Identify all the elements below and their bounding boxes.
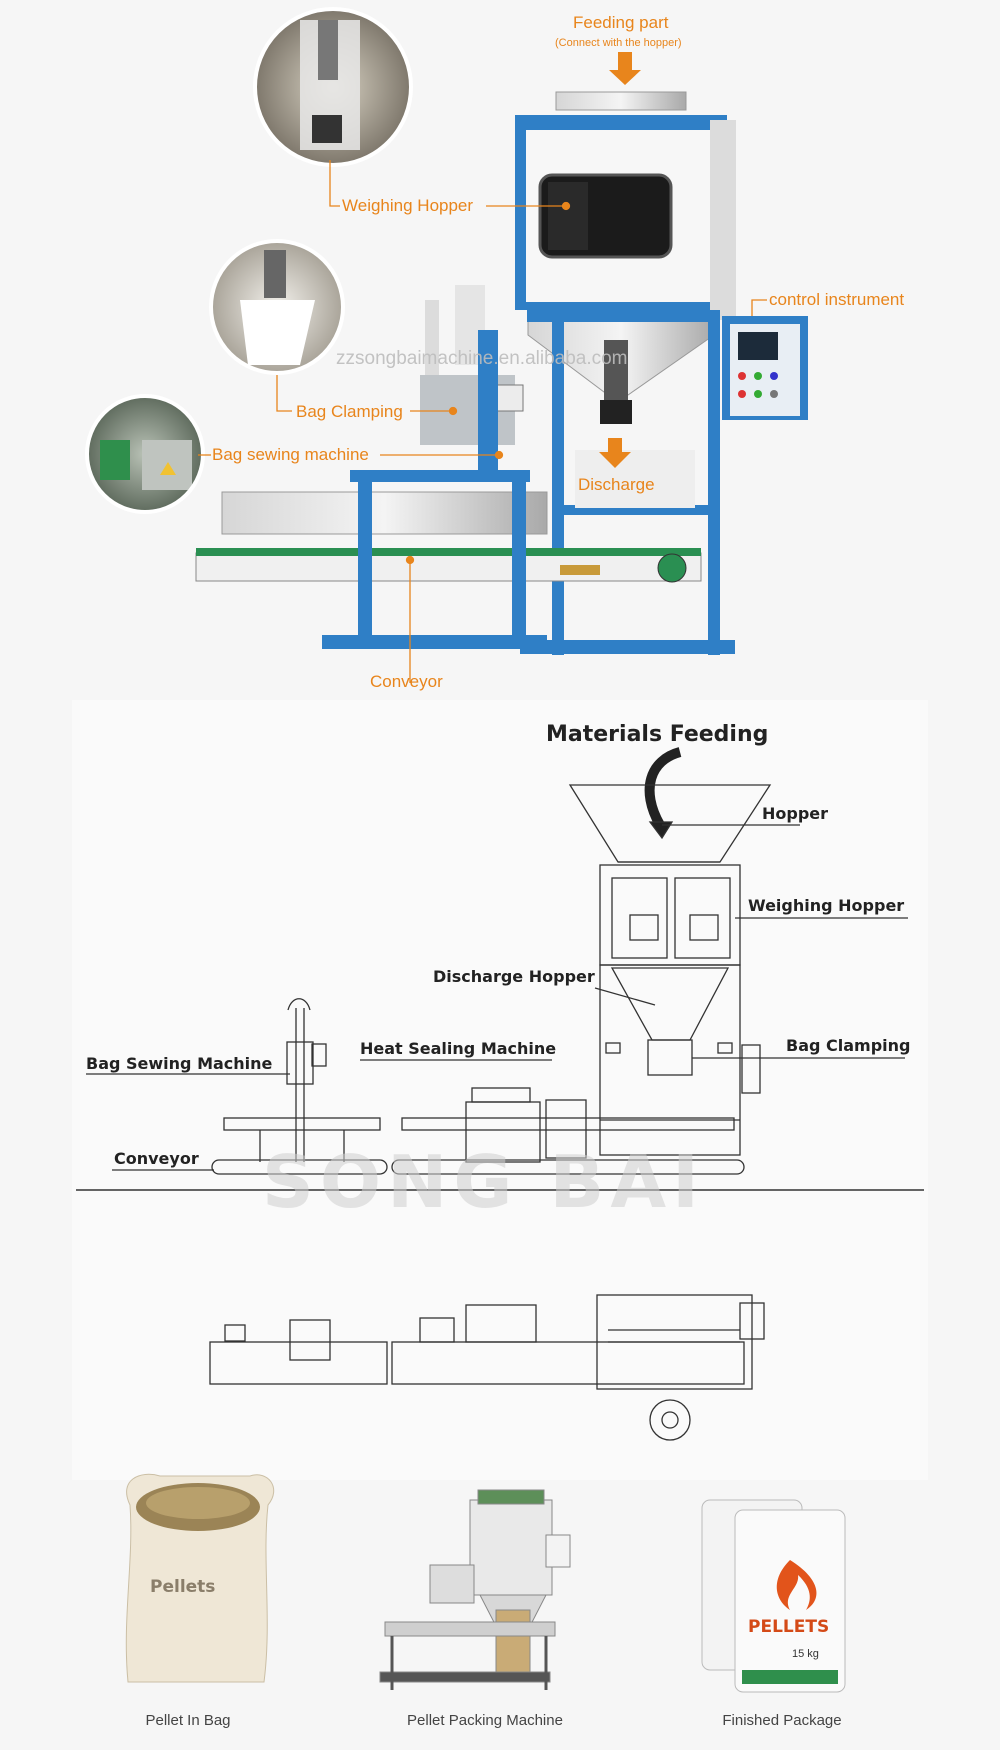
bag-sewing-machine-label: Bag sewing machine [212,445,369,464]
heat-sealing-machine-label: Heat Sealing Machine [360,1039,557,1058]
pellet-bag-print: Pellets [150,1577,215,1597]
finished-package-weight: 15 kg [792,1648,819,1660]
bag-clamping-label: Bag Clamping [296,402,403,421]
conveyor-drawing-label: Conveyor [114,1149,199,1168]
control-instrument-label: control instrument [769,290,905,309]
feeding-part-label: Feeding part [573,13,669,32]
feeding-arrow [609,52,641,85]
leader-lines [198,160,767,683]
packing-machine-body [195,91,808,655]
pellet-packing-machine-caption: Pellet Packing Machine [407,1712,563,1729]
weighing-hopper-drawing-label: Weighing Hopper [748,896,905,915]
discharge-hopper-label: Discharge Hopper [433,967,595,986]
bag-sewing-machine-drawing-label: Bag Sewing Machine [86,1054,273,1073]
conveyor-label: Conveyor [370,672,443,691]
packing-machine-image [379,1489,571,1690]
bag-sewing-zoom-photo [85,394,205,514]
finished-package-print: PELLETS [748,1617,829,1637]
weighing-hopper-label: Weighing Hopper [342,196,474,215]
pellet-in-bag-caption: Pellet In Bag [145,1712,231,1729]
discharge-label: Discharge [578,475,655,494]
bag-clamping-zoom-photo [209,239,345,375]
bag-clamping-drawing-label: Bag Clamping [786,1036,911,1055]
site-watermark: zzsongbaimachine.en.alibaba.com [336,348,628,369]
finished-package-caption: Finished Package [722,1712,842,1729]
weighing-hopper-zoom-photo [253,7,413,167]
discharge-arrow [599,438,631,468]
materials-feeding-label: Materials Feeding [546,722,769,747]
pellet-bag-image [125,1473,275,1683]
brand-watermark: SONG BAI [262,1140,705,1224]
feeding-part-note: (Connect with the hopper) [555,37,682,49]
packing-machine-illustration [85,7,808,683]
hopper-label: Hopper [762,804,829,823]
finished-package-image [701,1499,846,1693]
